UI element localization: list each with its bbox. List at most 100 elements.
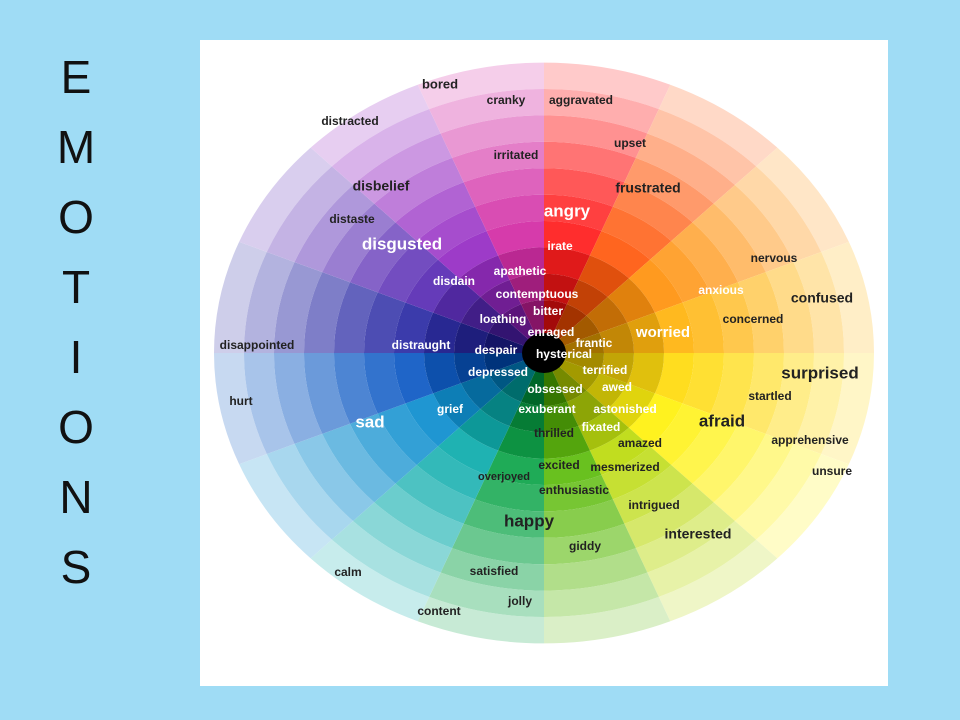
emotion-label-startled: startled (748, 389, 791, 403)
wheel-segment (544, 141, 636, 183)
wheel-segment (544, 247, 590, 280)
emotions-vertical-title: E M O T I O N S (38, 42, 114, 602)
title-letter: N (59, 471, 93, 523)
wheel-segment (417, 62, 544, 110)
wheel-segment (310, 539, 430, 622)
wheel-segment (454, 322, 489, 353)
wheel-segment (486, 221, 544, 256)
wheel-segment (627, 312, 664, 353)
wheel-segment (544, 523, 636, 565)
emotion-label-amazed: amazed (618, 436, 662, 450)
wheel-segment (734, 166, 822, 263)
wheel-segment (650, 240, 711, 303)
emotion-label-disbelief: disbelief (353, 178, 410, 194)
wheel-segment (692, 203, 766, 283)
wheel-segment (509, 273, 544, 305)
wheel-segment (274, 262, 323, 353)
wheel-segment (239, 454, 332, 559)
title-letter: S (60, 541, 92, 593)
title-letter: I (69, 331, 83, 383)
wheel-segment (440, 115, 544, 158)
wheel-segment (544, 62, 671, 110)
wheel-segment (734, 443, 822, 540)
wheel-segment (405, 393, 460, 447)
wheel-segment (501, 365, 537, 402)
wheel-segment (214, 241, 267, 353)
wheel-segment (334, 282, 378, 353)
wheel-segment (475, 194, 544, 232)
wheel-segment (460, 296, 502, 333)
wheel-segment (364, 292, 406, 353)
wheel-segment (433, 278, 481, 323)
wheel-segment (374, 483, 464, 549)
wheel-segment (612, 465, 693, 524)
wheel-segment (544, 369, 567, 406)
wheel-segment (635, 502, 735, 573)
wheel-segment (562, 332, 604, 353)
wheel-segment (544, 273, 579, 305)
wheel-segment (671, 222, 739, 293)
wheel-segment (460, 373, 502, 410)
wheel-segment (437, 427, 499, 475)
wheel-segment (452, 523, 544, 565)
wheel-segment (294, 433, 375, 522)
title-letter: E (60, 51, 92, 103)
emotion-label-interested: interested (665, 526, 732, 542)
wheel-segment (544, 221, 602, 256)
wheel-segment (310, 84, 430, 167)
wheel-segment (654, 302, 694, 353)
emotion-label-astonished: astonished (593, 402, 656, 416)
wheel-segment (544, 300, 567, 337)
wheel-segment (304, 272, 350, 353)
wheel-segment (433, 383, 481, 428)
wheel-segment (488, 359, 530, 391)
wheel-segment (682, 292, 724, 353)
emotion-label-nervous: nervous (751, 251, 798, 265)
wheel-segment (353, 133, 453, 204)
wheel-segment (353, 502, 453, 573)
wheel-segment (334, 353, 378, 424)
wheel-segment (599, 322, 634, 353)
emotion-label-fixated: fixated (582, 420, 621, 434)
wheel-segment (738, 272, 784, 353)
wheel-segment (429, 89, 544, 134)
wheel-segment (607, 278, 655, 323)
wheel-segment (589, 231, 651, 279)
wheel-segment (624, 157, 714, 223)
wheel-segment (586, 373, 628, 410)
wheel-segment (331, 521, 441, 597)
wheel-segment (654, 353, 694, 404)
emotion-label-confused: confused (791, 290, 853, 306)
wheel-segment (544, 89, 659, 134)
emotion-label-disdain: disdain (433, 274, 475, 288)
emotion-label-hysterical: hysterical (536, 347, 592, 361)
wheel-segment (244, 353, 295, 455)
wheel-segment (710, 282, 754, 353)
emotion-label-disappointed: disappointed (220, 338, 295, 352)
emotion-label-thrilled: thrilled (534, 426, 574, 440)
wheel-center (522, 333, 566, 373)
emotion-label-hurt: hurt (229, 394, 252, 408)
emotion-label-aggravated: aggravated (549, 93, 613, 107)
wheel-segment (480, 279, 522, 316)
wheel-segment (463, 499, 544, 538)
wheel-segment (498, 426, 544, 459)
wheel-segment (628, 259, 683, 313)
emotion-label-afraid: afraid (699, 411, 745, 430)
wheel-segment (424, 312, 461, 353)
emotion-label-frantic: frantic (576, 336, 613, 350)
emotion-label-awed: awed (602, 380, 632, 394)
emotion-label-obsessed: obsessed (527, 382, 582, 396)
emotion-label-happy: happy (504, 511, 555, 530)
wheel-segment (624, 483, 714, 549)
emotion-label-apprehensive: apprehensive (771, 433, 849, 447)
wheel-segment (463, 168, 544, 207)
wheel-segment (635, 133, 735, 204)
wheel-segment (551, 304, 587, 341)
wheel-segment (377, 403, 438, 466)
wheel-segment (544, 596, 671, 644)
wheel-segment (521, 369, 544, 406)
emotion-label-mesmerized: mesmerized (590, 460, 659, 474)
